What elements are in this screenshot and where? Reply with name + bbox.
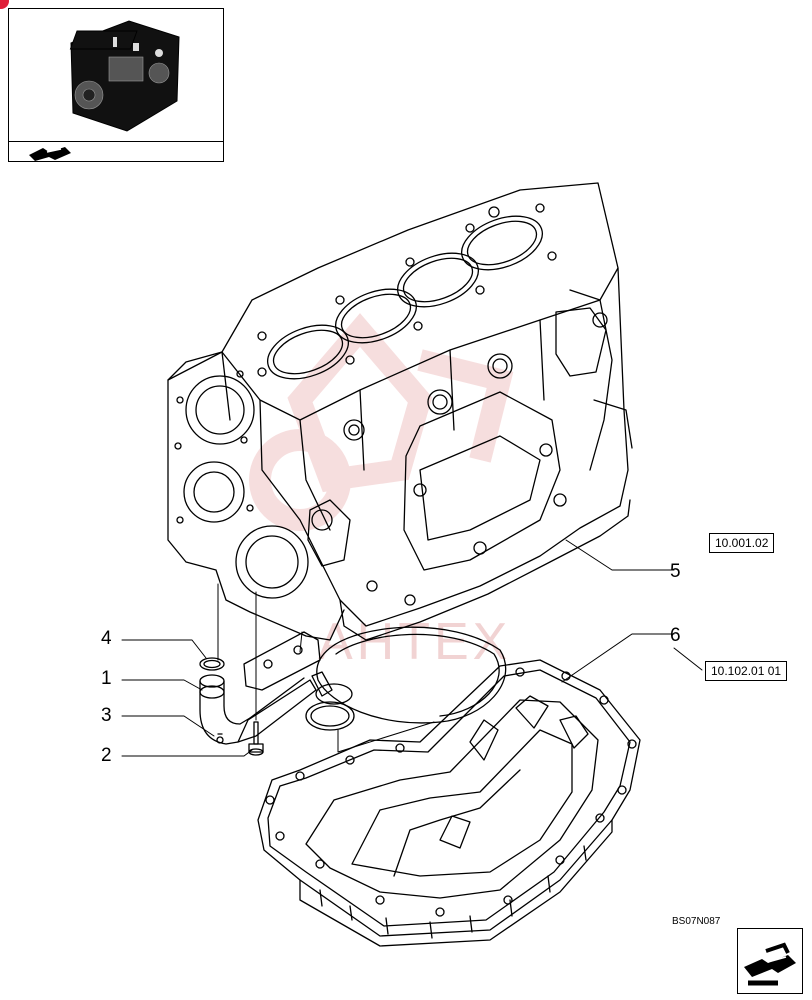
o-ring[interactable]	[199, 657, 225, 671]
engine-thumbnail-image	[69, 20, 180, 132]
callout-5[interactable]: 5	[670, 561, 681, 582]
engine-block[interactable]	[167, 182, 633, 641]
leader-lines	[121, 539, 703, 757]
arrow-icon[interactable]	[25, 143, 77, 163]
screw-3[interactable]	[216, 733, 224, 744]
ref-link-10-001-02[interactable]: 10.001.02	[709, 533, 775, 553]
ref-link-10-102-01-01[interactable]: 10.102.01 01	[705, 661, 788, 681]
engine-thumbnail[interactable]	[8, 8, 224, 162]
outlet-o-ring[interactable]	[305, 701, 355, 731]
oil-pan[interactable]	[257, 659, 641, 947]
callout-6[interactable]: 6	[670, 625, 681, 646]
callout-2[interactable]: 2	[101, 745, 112, 766]
callout-1[interactable]: 1	[101, 668, 112, 689]
callout-3[interactable]: 3	[101, 705, 112, 726]
callout-4[interactable]: 4	[101, 628, 112, 649]
corner-marker	[0, 0, 9, 9]
arrow-icon	[744, 942, 796, 986]
next-page-button[interactable]	[737, 928, 803, 994]
thumbnail-divider	[9, 141, 223, 142]
watermark-text: AHTEX	[318, 613, 512, 671]
drawing-code: BS07N087	[672, 916, 721, 927]
